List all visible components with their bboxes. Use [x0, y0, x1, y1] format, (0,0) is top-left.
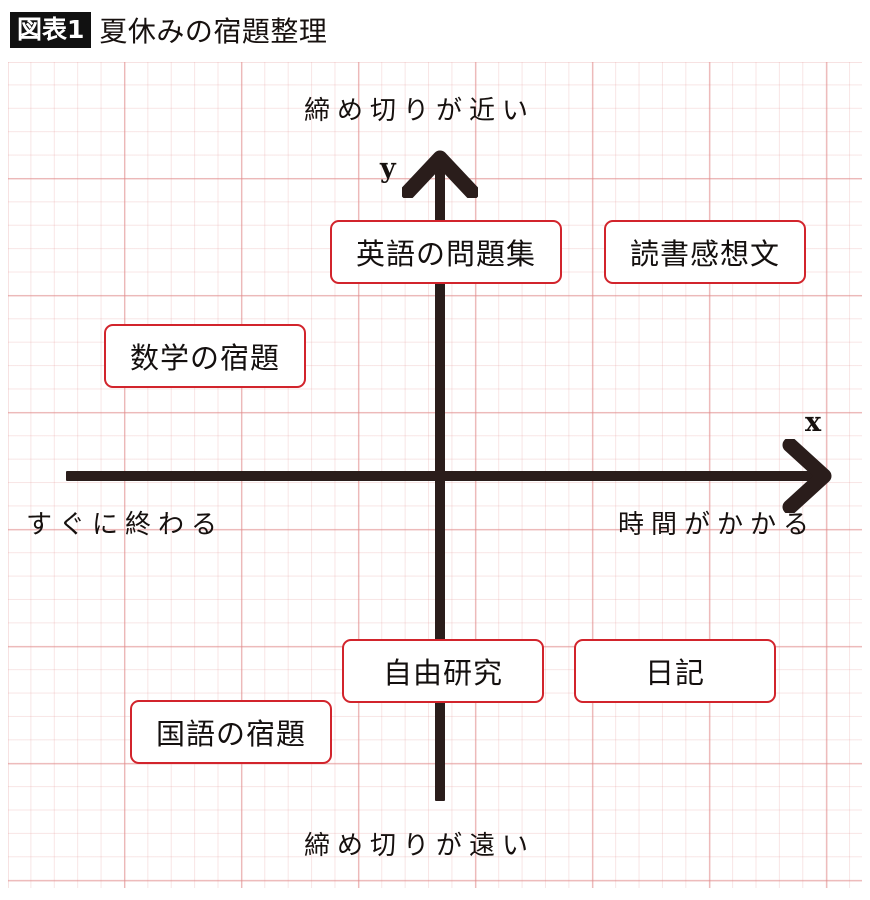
quadrant-chart: y x 締め切りが近い 締め切りが遠い すぐに終わる 時間がかかる 英語の問題集… [8, 62, 862, 888]
x-axis-arrow-icon [780, 439, 834, 513]
item-box-diary[interactable]: 日記 [574, 639, 776, 703]
page-title: 図表1 夏休みの宿題整理 [10, 8, 327, 52]
item-box-math-homework[interactable]: 数学の宿題 [104, 324, 306, 388]
x-axis-left-caption: すぐに終わる [26, 510, 225, 540]
x-axis-letter: x [805, 407, 822, 438]
item-box-book-report[interactable]: 読書感想文 [604, 220, 806, 284]
y-axis-line [435, 165, 445, 801]
x-axis-right-caption: 時間がかかる [618, 510, 817, 540]
y-axis-bottom-caption: 締め切りが遠い [304, 831, 536, 861]
item-box-japanese-homework[interactable]: 国語の宿題 [130, 700, 332, 764]
y-axis-letter: y [380, 153, 396, 184]
item-box-free-research[interactable]: 自由研究 [342, 639, 544, 703]
figure-badge: 図表1 [10, 12, 92, 48]
figure-title-text: 夏休みの宿題整理 [99, 15, 328, 48]
y-axis-top-caption: 締め切りが近い [304, 96, 536, 126]
item-box-english-workbook[interactable]: 英語の問題集 [330, 220, 562, 284]
y-axis-arrow-icon [402, 148, 478, 198]
